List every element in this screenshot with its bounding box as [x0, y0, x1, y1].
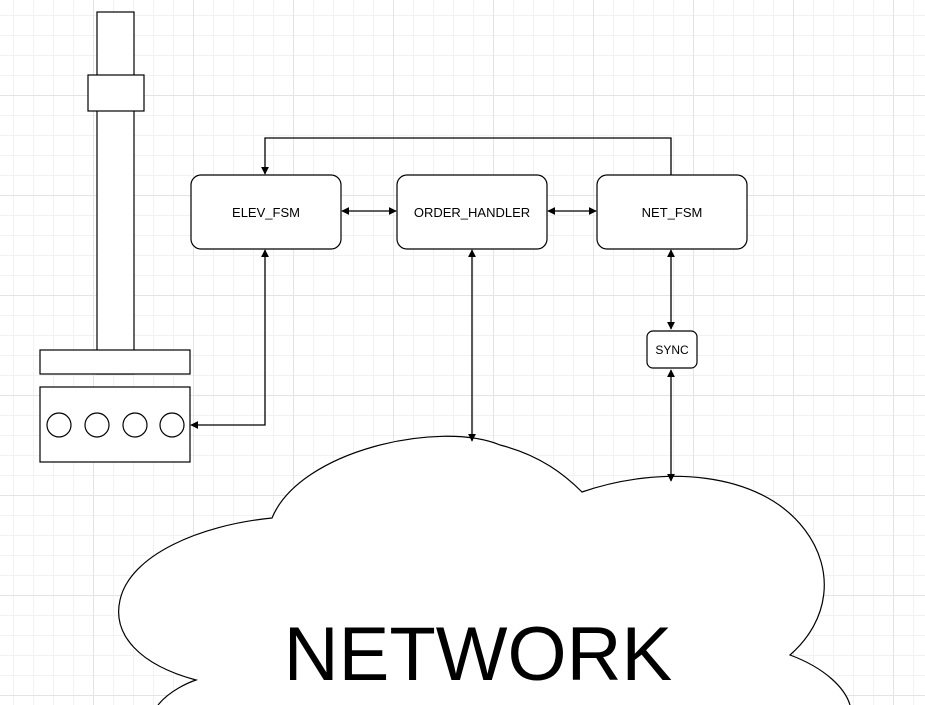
edge-elev-fsm-panel	[190, 249, 269, 429]
network-cloud: NETWORK	[118, 435, 851, 705]
panel-button-2	[84, 412, 110, 438]
node-order-handler: ORDER_HANDLER	[396, 174, 548, 250]
node-net-fsm: NET_FSM	[596, 174, 748, 250]
network-cloud-shape	[118, 435, 851, 705]
panel-button-1	[46, 412, 72, 438]
node-order-handler-box	[396, 174, 548, 250]
elevator-illustration	[39, 11, 191, 463]
node-elev-fsm: ELEV_FSM	[190, 174, 342, 250]
node-sync-label: SYNC	[655, 343, 689, 357]
elevator-floor-base	[39, 349, 191, 375]
node-sync: SYNC	[646, 330, 698, 369]
network-label: NETWORK	[284, 612, 672, 697]
elevator-shaft	[96, 11, 135, 375]
panel-button-4	[159, 412, 185, 438]
node-net-fsm-label: NET_FSM	[642, 205, 703, 220]
elevator-car	[87, 74, 145, 112]
edges	[190, 137, 675, 482]
node-sync-box	[646, 330, 698, 369]
node-elev-fsm-label: ELEV_FSM	[232, 205, 300, 220]
node-order-handler-label: ORDER_HANDLER	[414, 205, 530, 220]
node-elev-fsm-box	[190, 174, 342, 250]
edge-net-fsm-to-elev-fsm	[261, 137, 672, 175]
panel-button-3	[122, 412, 148, 438]
node-net-fsm-box	[596, 174, 748, 250]
